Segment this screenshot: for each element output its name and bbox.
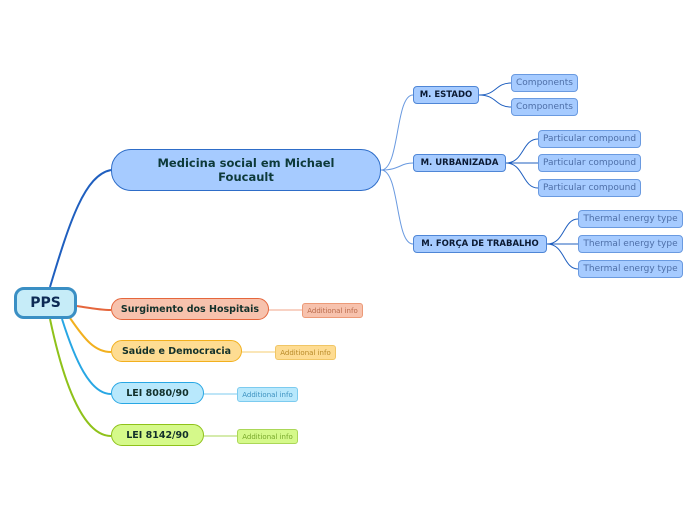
connector-root-lei8142 <box>49 318 112 437</box>
subtopic-m-estado[interactable]: M. ESTADO <box>413 86 479 104</box>
info-hospitais[interactable]: Additional info <box>302 303 363 318</box>
leaf-label: Thermal energy type <box>583 239 678 249</box>
leaf-forca-thermal-energy-3[interactable]: Thermal energy type <box>578 260 683 278</box>
subtopic-label: M. URBANIZADA <box>420 158 499 168</box>
connector-forca-leaf-1 <box>546 218 579 245</box>
connector-urb-leaf-3 <box>505 162 539 189</box>
leaf-label: Particular compound <box>542 183 637 193</box>
connector-root-main <box>49 169 112 288</box>
connector-root-hospitais <box>76 305 112 311</box>
leaf-label: Thermal energy type <box>583 264 678 274</box>
leaf-estado-components-2[interactable]: Components <box>511 98 578 116</box>
leaf-label: Particular compound <box>542 134 637 144</box>
subtopic-label: M. ESTADO <box>419 90 473 100</box>
connector-main-urbanizada <box>380 162 414 171</box>
branch-saude-e-democracia[interactable]: Saúde e Democracia <box>111 340 242 362</box>
subtopic-m-forca-de-trabalho[interactable]: M. FORÇA DE TRABALHO <box>413 235 547 253</box>
connector-main-forca <box>380 169 414 245</box>
connector-root-saude <box>69 317 112 353</box>
connector-root-lei8080 <box>61 318 112 395</box>
main-topic-label: Medicina social em Michael Foucault <box>157 156 335 184</box>
info-label: Additional info <box>242 390 293 399</box>
main-topic-node[interactable]: Medicina social em Michael Foucault <box>111 149 381 191</box>
info-label: Additional info <box>242 432 293 441</box>
subtopic-label: M. FORÇA DE TRABALHO <box>421 239 539 249</box>
leaf-estado-components-1[interactable]: Components <box>511 74 578 92</box>
leaf-forca-thermal-energy-1[interactable]: Thermal energy type <box>578 210 683 228</box>
root-node[interactable]: PPS <box>14 287 77 319</box>
leaf-urb-particular-compound-2[interactable]: Particular compound <box>538 154 641 172</box>
connector-forca-leaf-3 <box>546 243 579 270</box>
branch-label: LEI 8142/90 <box>126 429 189 441</box>
branch-label: Saúde e Democracia <box>121 345 232 357</box>
branch-lei-8142-90[interactable]: LEI 8142/90 <box>111 424 204 446</box>
branch-label: Surgimento dos Hospitais <box>120 303 260 315</box>
leaf-label: Thermal energy type <box>583 214 678 224</box>
branch-surgimento-dos-hospitais[interactable]: Surgimento dos Hospitais <box>111 298 269 320</box>
leaf-forca-thermal-energy-2[interactable]: Thermal energy type <box>578 235 683 253</box>
connector-estado-leaf-1 <box>478 82 512 96</box>
info-saude[interactable]: Additional info <box>275 345 336 360</box>
info-lei8142[interactable]: Additional info <box>237 429 298 444</box>
connector-main-estado <box>380 94 414 171</box>
leaf-label: Particular compound <box>542 158 637 168</box>
branch-lei-8080-90[interactable]: LEI 8080/90 <box>111 382 204 404</box>
info-label: Additional info <box>307 306 358 315</box>
info-label: Additional info <box>280 348 331 357</box>
info-lei8080[interactable]: Additional info <box>237 387 298 402</box>
branch-label: LEI 8080/90 <box>126 387 189 399</box>
leaf-urb-particular-compound-1[interactable]: Particular compound <box>538 130 641 148</box>
connector-estado-leaf-2 <box>478 94 512 108</box>
connector-urb-leaf-1 <box>505 138 539 164</box>
subtopic-m-urbanizada[interactable]: M. URBANIZADA <box>413 154 506 172</box>
leaf-label: Components <box>516 78 573 88</box>
leaf-urb-particular-compound-3[interactable]: Particular compound <box>538 179 641 197</box>
root-label: PPS <box>30 295 61 311</box>
leaf-label: Components <box>516 102 573 112</box>
